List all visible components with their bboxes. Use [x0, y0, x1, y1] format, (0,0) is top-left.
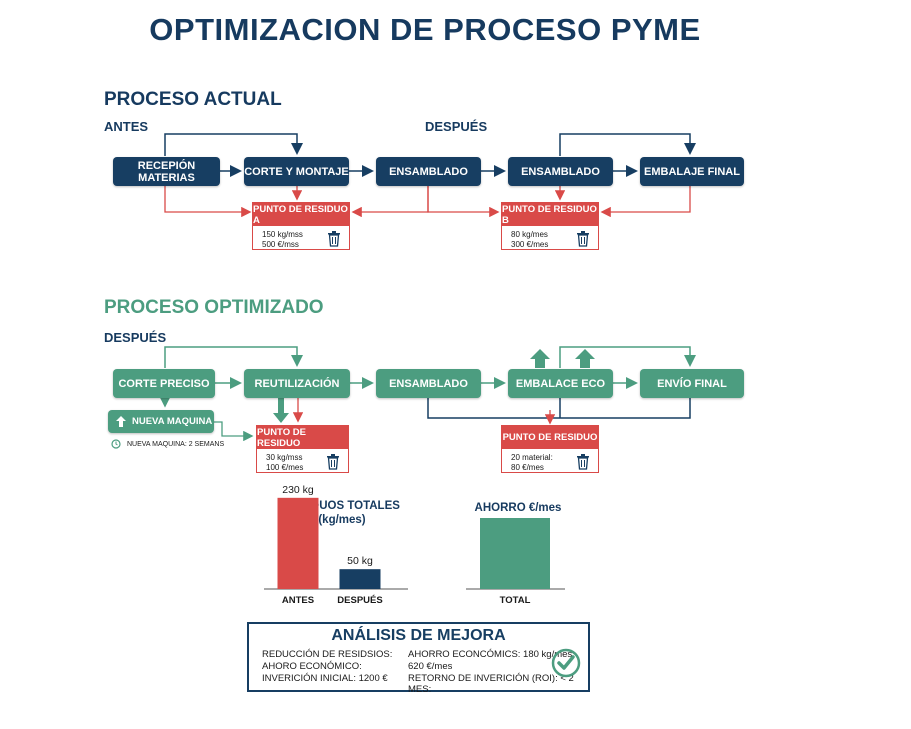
- waste-point-b-kg: 80 kg/mes: [511, 230, 548, 239]
- waste-point-2-title: PUNTO DE RESIDUO: [502, 426, 598, 449]
- savings-chart-title: AHORRO €/mes: [474, 502, 562, 514]
- chart-0-value-label-0: 230 kg: [282, 484, 314, 496]
- step-reuse: REUTILIZACIÓN: [244, 369, 350, 398]
- waste-point-a-cost: 500 €/mss: [262, 240, 299, 249]
- chart-1-tick-0: TOTAL: [500, 595, 531, 606]
- trash-icon: [328, 231, 340, 247]
- waste-point-b-cost: 300 €/mes: [511, 240, 549, 249]
- chart-0-tick-0: ANTES: [282, 595, 314, 606]
- waste-point-a-title: PUNTO DE RESIDUO A: [253, 203, 349, 226]
- trash-icon: [327, 454, 339, 470]
- waste-point-optimized-1: PUNTO DE RESIDUO 30 kg/mss 100 €/mes: [256, 425, 349, 473]
- step-assembly: ENSAMBLADO: [376, 157, 481, 186]
- chart-1-bar-0: [480, 518, 550, 589]
- analysis-left-1: REDUCCIÓN DE RESIDSIOS:: [262, 649, 393, 660]
- analysis-left-3: INVERICIÓN INICIAL: 1200 €: [262, 673, 388, 684]
- step-reception: RECEPIÓN MATERIAS: [113, 157, 220, 186]
- analysis-left-2: AHORO ECONÓMICO:: [262, 661, 362, 672]
- chart-0-bar-0: [277, 497, 319, 589]
- step-eco-packaging: EMBALACE ECO: [508, 369, 613, 398]
- waste-point-b: PUNTO DE RESIDUO B 80 kg/mes 300 €/mes: [501, 202, 599, 250]
- before-label: ANTES: [104, 119, 149, 134]
- clock-icon: [111, 439, 121, 449]
- new-machine-label: NUEVA MAQUINA: [132, 416, 213, 427]
- step-final-shipping: ENVÍO FINAL: [640, 369, 744, 398]
- step-assembly-opt: ENSAMBLADO: [376, 369, 481, 398]
- chart-0-value-label-1: 50 kg: [347, 555, 373, 567]
- new-machine-badge: NUEVA MAQUINA: [108, 410, 214, 433]
- after-label: DESPUÉS: [425, 119, 488, 134]
- check-icon: [551, 648, 581, 678]
- waste-point-a: PUNTO DE RESIDUO A 150 kg/mss 500 €/mss: [252, 202, 350, 250]
- waste-point-1-title: PUNTO DE RESIDUO: [257, 426, 348, 449]
- waste-point-1-kg: 30 kg/mss: [266, 453, 303, 462]
- waste-chart-subtitle: (kg/mes): [318, 514, 366, 526]
- waste-point-a-kg: 150 kg/mss: [262, 230, 303, 239]
- step-precise-cutting: CORTE PRECISO: [113, 369, 215, 398]
- step-assembly-after: ENSAMBLADO: [508, 157, 613, 186]
- waste-point-1-cost: 100 €/mes: [266, 463, 304, 472]
- new-machine-note-text: NUEVA MAQUINA: 2 SEMANS: [127, 440, 225, 448]
- page-title: OPTIMIZACION DE PROCESO PYME: [149, 12, 701, 47]
- optimized-after-label: DESPUÉS: [104, 330, 167, 345]
- trash-icon: [577, 454, 589, 470]
- optimized-process-heading: PROCESO OPTIMIZADO: [104, 297, 324, 318]
- chart-0-bar-1: [339, 569, 381, 589]
- step-final-packaging: EMBALAJE FINAL: [640, 157, 744, 186]
- improvement-analysis-panel: ANÁLISIS DE MEJORA REDUCCIÓN DE RESIDSIO…: [247, 622, 590, 695]
- waste-point-b-title: PUNTO DE RESIDUO B: [502, 203, 598, 226]
- analysis-right-3: RETORNO DE INVERICIÓN (ROI): < 2 MES:: [408, 673, 574, 695]
- step-cutting-assembly: CORTE Y MONTAJE: [244, 157, 349, 186]
- trash-icon: [577, 231, 589, 247]
- new-machine-note: NUEVA MAQUINA: 2 SEMANS: [111, 439, 224, 449]
- arrow-up-icon: [116, 416, 126, 427]
- waste-point-2-material: 20 material:: [511, 453, 553, 462]
- current-process-heading: PROCESO ACTUAL: [104, 89, 282, 110]
- analysis-right-2: 620 €/mes: [408, 661, 453, 672]
- chart-0-tick-1: DESPUÉS: [337, 595, 382, 606]
- waste-point-2-cost: 80 €/mes: [511, 463, 544, 472]
- analysis-right-1: AHORRO ECONCÓMICS: 180 kg/mes: [408, 649, 573, 660]
- analysis-title: ANÁLISIS DE MEJORA: [331, 627, 506, 644]
- waste-point-optimized-2: PUNTO DE RESIDUO 20 material: 80 €/mes: [501, 425, 599, 473]
